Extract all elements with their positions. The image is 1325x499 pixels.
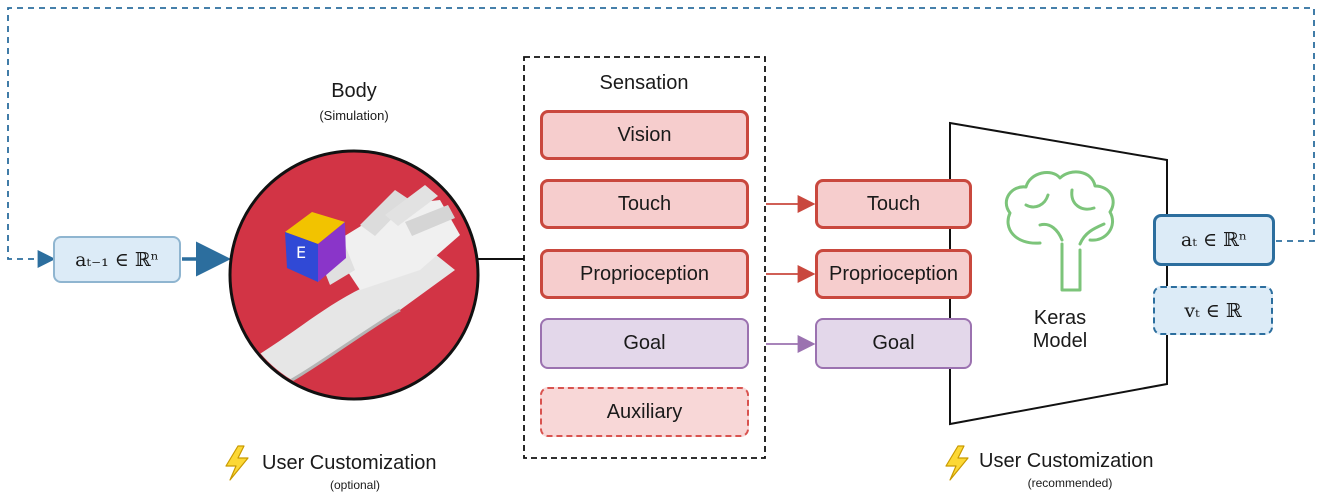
body-subtitle: (Simulation) — [319, 108, 389, 123]
sensation-goal: Goal — [540, 318, 749, 369]
robot-hand-illustration: E — [228, 149, 480, 401]
customization-right-note: (recommended) — [1027, 476, 1113, 490]
lightning-icon — [945, 445, 969, 481]
keras-model-shape — [949, 121, 1168, 426]
sensation-touch-label: Touch — [617, 192, 672, 215]
model-label-line2: Model — [1032, 330, 1088, 352]
sensation-vision-label: Vision — [617, 123, 672, 146]
action-output-label: aₜ ∈ ℝⁿ — [1180, 229, 1248, 251]
value-output-label: vₜ ∈ ℝ — [1184, 299, 1242, 322]
sensation-vision: Vision — [540, 110, 749, 160]
brain-icon — [1004, 170, 1115, 292]
body-title: Body — [331, 80, 377, 102]
customization-left-title: User Customization — [262, 452, 437, 474]
value-output-box: vₜ ∈ ℝ — [1153, 286, 1273, 335]
sensation-container — [523, 56, 766, 459]
sensation-goal-label: Goal — [623, 332, 666, 354]
action-input-label: aₜ₋₁ ∈ ℝⁿ — [75, 248, 159, 271]
model-input-proprioception-label: Proprioception — [829, 262, 958, 285]
svg-text:E: E — [296, 243, 306, 262]
model-input-touch: Touch — [815, 179, 972, 229]
sensation-touch: Touch — [540, 179, 749, 229]
customization-right-title: User Customization — [979, 450, 1154, 472]
sensation-auxiliary: Auxiliary — [540, 387, 749, 437]
customization-left-note: (optional) — [329, 478, 381, 492]
model-input-goal: Goal — [815, 318, 972, 369]
action-input-box: aₜ₋₁ ∈ ℝⁿ — [53, 236, 181, 283]
model-input-touch-label: Touch — [866, 192, 921, 215]
lightning-icon — [225, 445, 249, 481]
sensation-title: Sensation — [599, 72, 689, 94]
sensation-auxiliary-label: Auxiliary — [606, 400, 683, 423]
action-output-box: aₜ ∈ ℝⁿ — [1153, 214, 1275, 266]
model-input-proprioception: Proprioception — [815, 249, 972, 299]
feedback-loop-line — [7, 7, 1315, 268]
sensation-proprioception: Proprioception — [540, 249, 749, 299]
sensation-proprioception-label: Proprioception — [580, 262, 709, 285]
model-input-goal-label: Goal — [872, 332, 915, 354]
model-label-line1: Keras — [1033, 307, 1087, 329]
